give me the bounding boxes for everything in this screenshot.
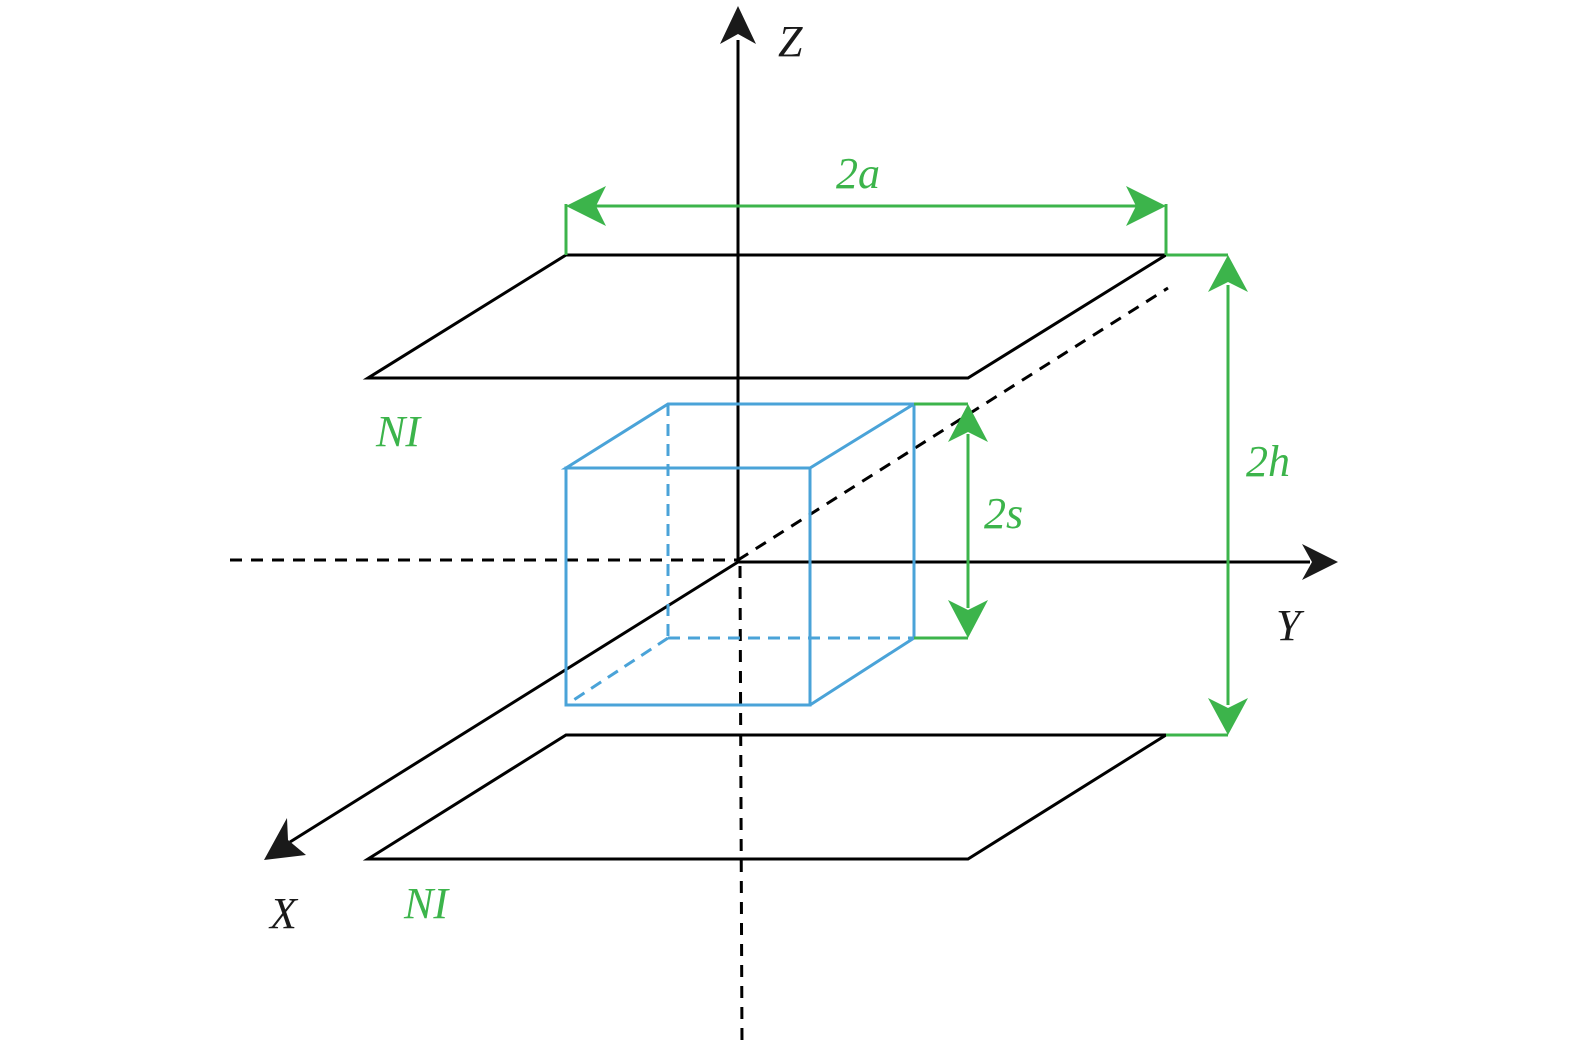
dim-2h-arrow-top-icon [1208, 255, 1248, 292]
cube-side-face [809, 404, 916, 707]
cube-top-face [560, 402, 920, 470]
x-axis-arrow-icon [264, 818, 306, 860]
dim-2a-arrow-right-icon [1126, 186, 1166, 226]
dim-2s-arrow-bottom-icon [948, 600, 988, 638]
top-plate [362, 253, 1172, 380]
dim-2h-arrow-bottom-icon [1208, 698, 1248, 735]
y-axis-label: Y [1276, 601, 1305, 650]
dim-2h-label: 2h [1246, 437, 1290, 486]
cube-hidden-edge [565, 636, 669, 707]
x-axis-negative [737, 286, 1169, 562]
bottom-plate [362, 733, 1172, 861]
dim-2a-label: 2a [836, 149, 880, 198]
x-axis-positive [289, 560, 739, 844]
z-axis-negative [738, 565, 744, 1046]
z-axis-arrow-icon [720, 6, 756, 44]
dim-2s-arrow-top-icon [948, 404, 988, 442]
dim-2s-label: 2s [984, 489, 1023, 538]
y-axis-arrow-icon [1302, 544, 1338, 580]
cube-front-face [564, 466, 812, 707]
z-axis-label: Z [778, 17, 803, 66]
dim-2a-arrow-left-icon [566, 186, 606, 226]
top-plate-label: NI [375, 407, 422, 456]
x-axis-label: X [268, 889, 299, 938]
bottom-plate-label: NI [403, 879, 450, 928]
